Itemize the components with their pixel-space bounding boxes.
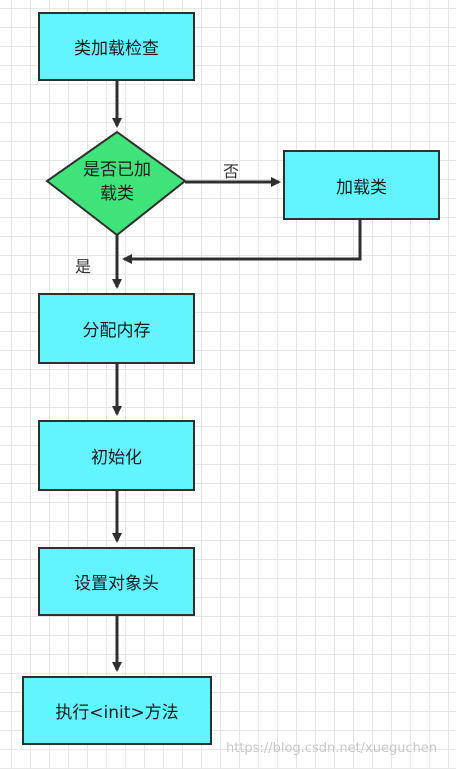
node-execute-init: 执行<init>方法	[22, 676, 212, 745]
node-is-loaded-line1: 是否已加	[83, 160, 151, 180]
watermark-text: https://blog.csdn.net/xueguchen	[226, 741, 438, 756]
node-load-class: 加载类	[283, 150, 440, 220]
edge-label-yes: 是	[75, 257, 92, 276]
node-class-load-check: 类加载检查	[38, 12, 195, 81]
edge-load-to-merge	[122, 219, 362, 264]
node-is-loaded: 是否已加 载类	[57, 158, 177, 206]
node-set-object-header: 设置对象头	[38, 547, 195, 616]
node-is-loaded-line2: 载类	[100, 184, 134, 204]
node-initialize: 初始化	[38, 420, 195, 491]
node-allocate-memory: 分配内存	[38, 293, 195, 364]
edge-label-no: 否	[223, 162, 240, 181]
